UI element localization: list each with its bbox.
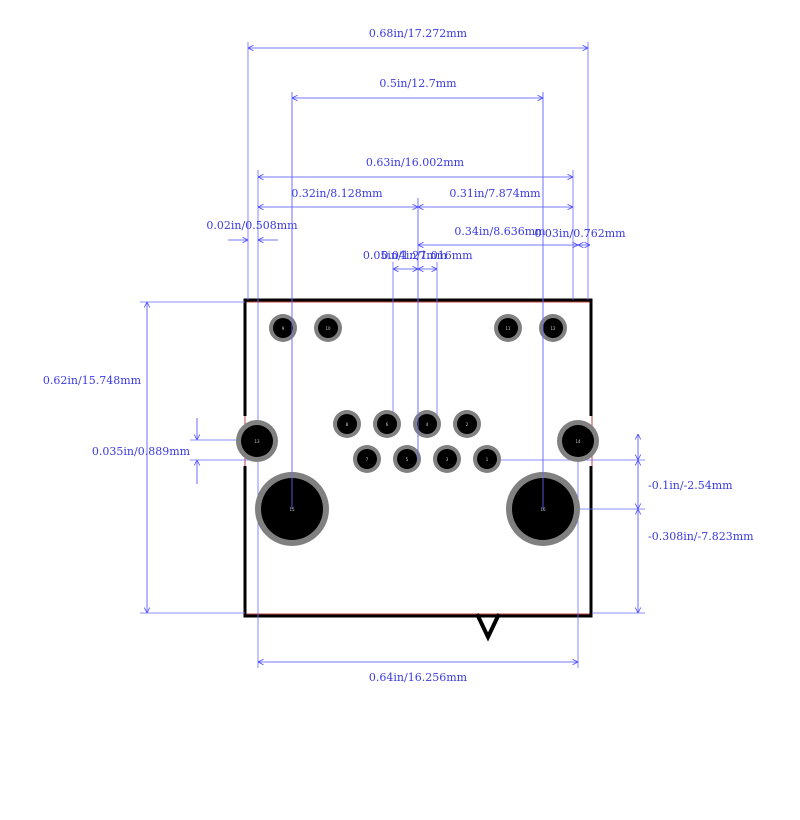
reference-lines: [291, 92, 544, 509]
dim-edge-right: 0.03in/0.762mm: [534, 227, 626, 240]
pad-label: 4: [426, 422, 429, 427]
pad-label: 7: [366, 457, 369, 462]
pad-label: 11: [505, 326, 511, 331]
dim-overall-width: 0.68in/17.272mm: [369, 27, 468, 40]
pad-11: 11: [494, 314, 522, 342]
pad-label: 2: [466, 422, 469, 427]
pad-14: 14: [557, 420, 599, 462]
pad-8: 8: [333, 410, 361, 438]
pad-label: 9: [282, 326, 285, 331]
pad-5: 5: [393, 445, 421, 473]
pad-label: 12: [550, 326, 556, 331]
dim-side-pad-offset: 0.035in/0.889mm: [92, 445, 191, 458]
extension-lines: [140, 42, 645, 668]
pad-label: 13: [254, 439, 260, 444]
pad-label: 3: [446, 457, 449, 462]
pad-6: 6: [373, 410, 401, 438]
dim-mount-spacing: 0.5in/12.7mm: [379, 77, 457, 90]
dimension-labels: 0.68in/17.272mm 0.5in/12.7mm 0.63in/16.0…: [43, 27, 754, 684]
pad-label: 6: [386, 422, 389, 427]
orientation-mark: [475, 613, 501, 642]
dim-height: 0.62in/15.748mm: [43, 374, 142, 387]
pad-4: 4: [413, 410, 441, 438]
pad-12: 12: [539, 314, 567, 342]
pad-label: 14: [575, 439, 581, 444]
pad-10: 10: [314, 314, 342, 342]
pad-label: 1: [486, 457, 489, 462]
board-outline: [243, 298, 593, 642]
pad-13: 13: [236, 420, 278, 462]
dim-pitch-a: 0.05in/1.27mm: [363, 249, 448, 262]
pad-label: 16: [540, 507, 546, 512]
pad-label: 10: [325, 326, 331, 331]
dim-bottom-width: 0.64in/16.256mm: [369, 671, 468, 684]
dim-row-offset: -0.1in/-2.54mm: [648, 479, 733, 492]
pad-1: 1: [473, 445, 501, 473]
dim-left-half: 0.32in/8.128mm: [291, 187, 383, 200]
pad-9: 9: [269, 314, 297, 342]
dim-right-half: 0.31in/7.874mm: [449, 187, 541, 200]
pad-label: 8: [346, 422, 349, 427]
pad-3: 3: [433, 445, 461, 473]
dim-pitch-b: 0.04in/1.016mm: [381, 249, 473, 262]
dim-right-to-center: 0.34in/8.636mm: [454, 225, 546, 238]
dim-edge-left: 0.02in/0.508mm: [206, 219, 298, 232]
pad-2: 2: [453, 410, 481, 438]
dim-mount-offset: -0.308in/-7.823mm: [648, 530, 754, 543]
pad-7: 7: [353, 445, 381, 473]
dim-pad-span: 0.63in/16.002mm: [366, 156, 465, 169]
pads: 9 10 11 12 8 6 4 2: [236, 314, 599, 546]
dimension-lines: [147, 48, 638, 662]
pad-label: 15: [289, 507, 295, 512]
pad-label: 5: [406, 457, 409, 462]
